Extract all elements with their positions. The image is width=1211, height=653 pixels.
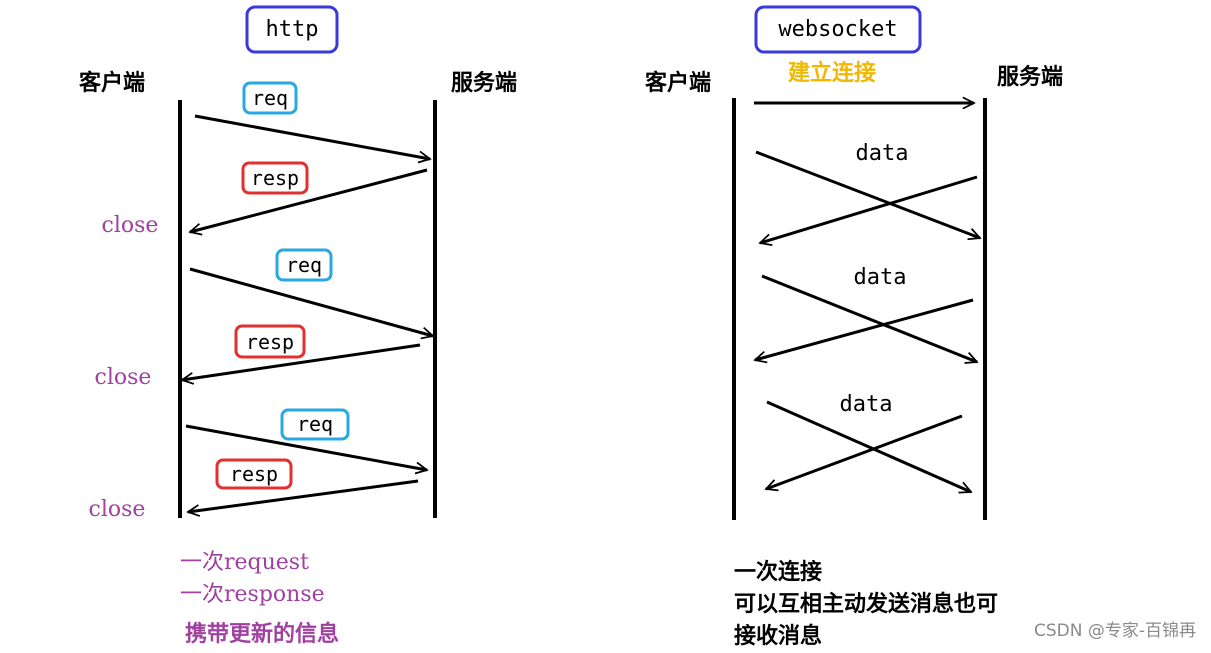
ws-data-arrow-1a [755,150,980,238]
req-label-2: req [286,253,322,277]
http-note-line1: 一次request [180,550,309,575]
http-note-line2: 一次response [180,582,325,607]
resp-arrow-3 [188,479,419,512]
req-box-3 [280,408,350,441]
req-label-1: req [252,86,288,110]
http-client-label: 客户端 [79,70,145,96]
resp-box-1 [241,161,309,195]
resp-label-3: resp [230,462,278,486]
resp-arrow-1 [190,168,428,232]
csdn-watermark: CSDN @专家-百锦再 [1034,621,1196,641]
close-label-2: close [95,365,152,390]
http-title-box [245,5,339,54]
ws-client-label: 客户端 [645,70,711,96]
ws-note-line3: 接收消息 [734,623,822,649]
ws-data-label-1: data [856,141,909,166]
ws-server-label: 服务端 [997,65,1063,90]
resp-label-1: resp [251,166,299,190]
ws-title-box [754,5,922,54]
ws-title: websocket [778,17,897,42]
http-server-label: 服务端 [451,71,517,96]
resp-box-2 [234,324,306,359]
http-section: http 客户端 服务端 req resp close req resp clo… [79,5,517,647]
resp-box-3 [215,458,293,490]
http-note-line3: 携带更新的信息 [185,621,339,647]
ws-data-label-2: data [854,265,907,290]
ws-data-arrow-3a [766,400,971,492]
ws-connect-label: 建立连接 [788,60,876,86]
req-box-2 [275,248,333,282]
req-box-1 [242,81,298,115]
http-title: http [266,17,319,42]
ws-data-arrow-1b [760,175,978,243]
ws-note-line2: 可以互相主动发送消息也可 [734,591,998,617]
req-label-3: req [297,412,333,436]
close-label-1: close [102,213,159,238]
req-arrow-3 [185,424,427,470]
ws-data-arrow-2a [761,274,977,362]
websocket-section: websocket 客户端 服务端 建立连接 data data data 一次… [645,5,1063,649]
ws-data-label-3: data [840,392,893,417]
ws-note-line1: 一次连接 [734,559,822,585]
resp-label-2: resp [246,330,294,354]
ws-data-arrow-2b [755,298,974,360]
req-arrow-2 [189,267,433,336]
req-arrow-1 [194,114,430,159]
close-label-3: close [89,497,146,522]
resp-arrow-2 [182,343,421,380]
ws-data-arrow-3b [766,414,963,489]
